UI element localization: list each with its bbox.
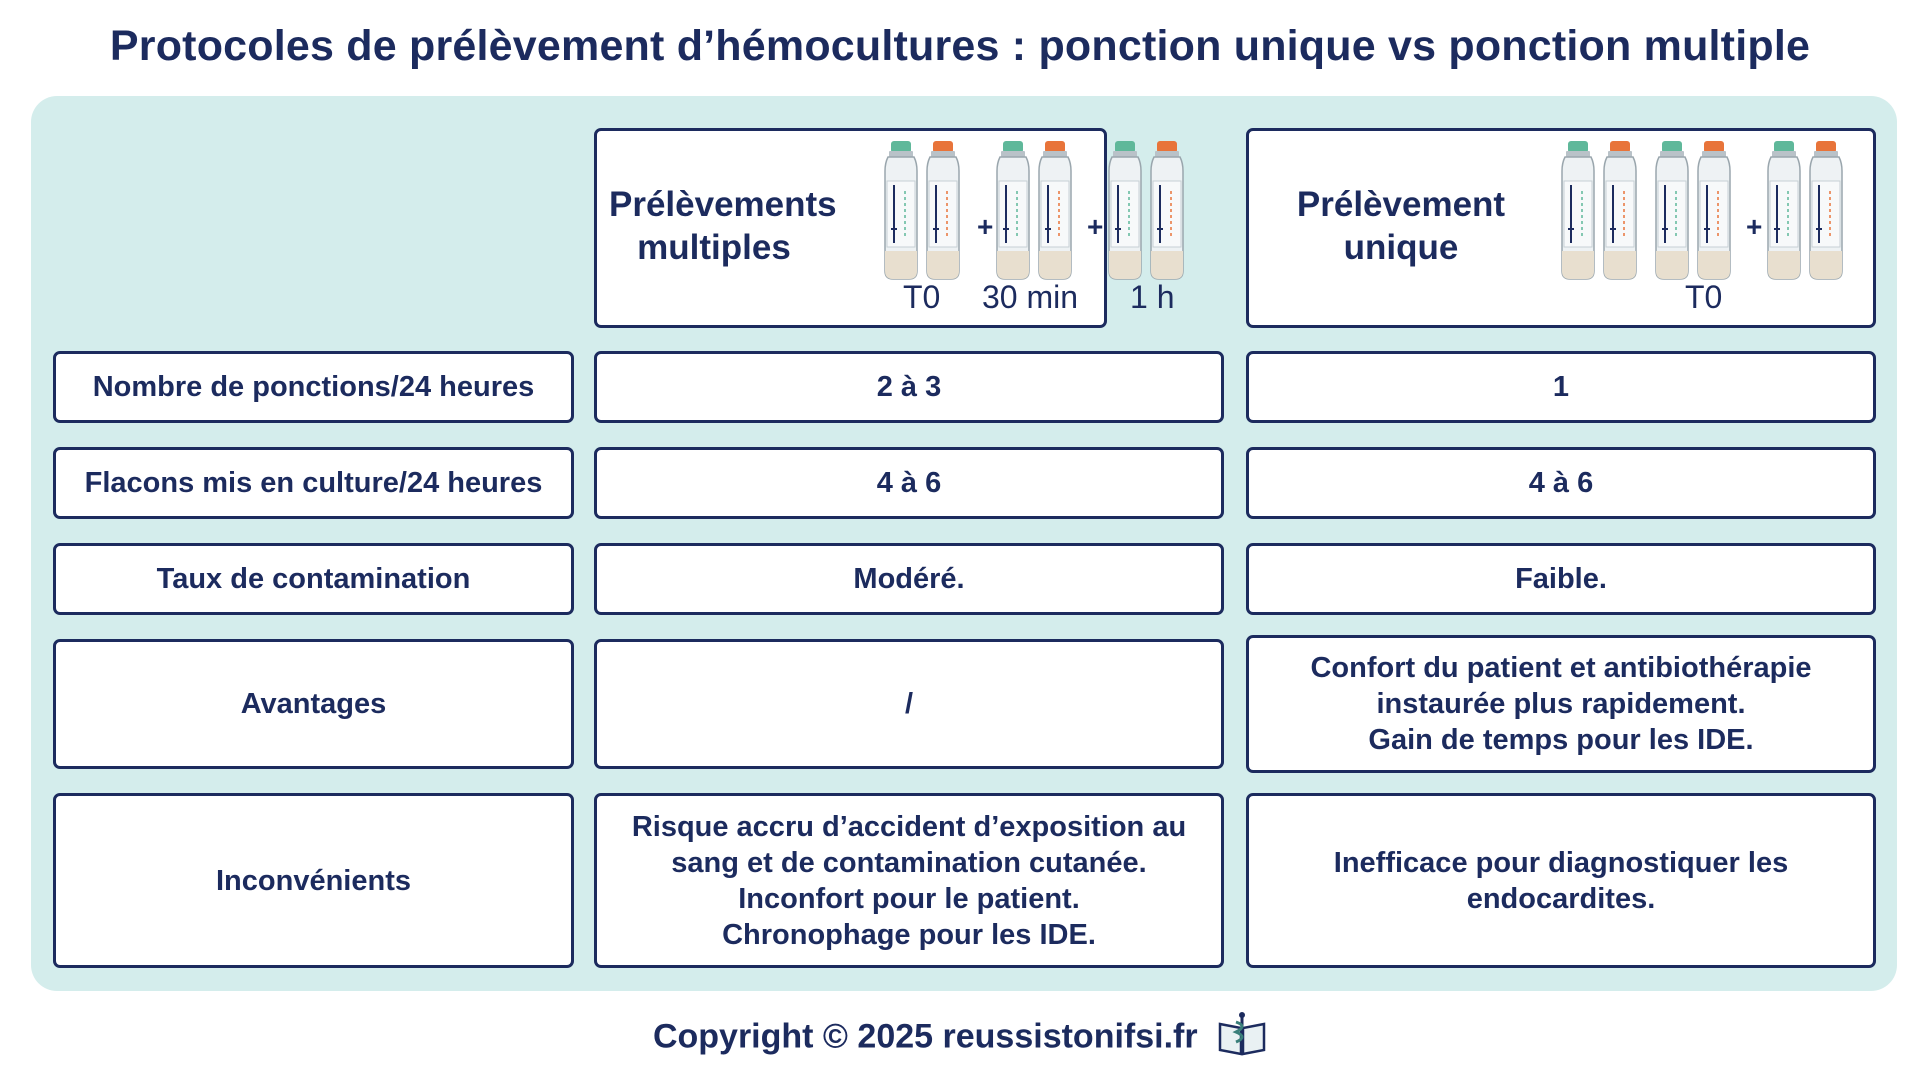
cell-text-line: Risque accru d’accident d’exposition au — [631, 810, 1187, 843]
cell-multiple-punctions: 2 à 3 — [594, 351, 1224, 423]
comparison-panel: Prélèvements multiples + + T0 30 min 1 h… — [31, 96, 1897, 991]
bottle-orange-cap-icon — [1148, 141, 1186, 290]
cell-single-advantages: Confort du patient et antibiothérapie in… — [1246, 635, 1876, 773]
bottle-green-cap-icon — [994, 141, 1032, 290]
cell-text-line: Inconfort pour le patient. — [738, 882, 1080, 915]
cell-text: 4 à 6 — [876, 467, 942, 499]
row-label-text: Nombre de ponctions/24 heures — [92, 371, 535, 403]
row-label-text: Avantages — [240, 688, 387, 720]
bottle-green-cap-icon — [1653, 141, 1691, 290]
cell-text: Modéré. — [853, 563, 965, 595]
bottle-orange-cap-icon — [1807, 141, 1845, 290]
header-single-line1: Prélèvement — [1296, 185, 1506, 224]
cell-text-line: Inefficace pour diagnostiquer les — [1333, 846, 1789, 879]
page-title: Protocoles de prélèvement d’hémocultures… — [109, 22, 1811, 70]
time-label-t0: T0 — [1685, 279, 1723, 315]
cell-multiple-bottles: 4 à 6 — [594, 447, 1224, 519]
plus-sign: + — [1087, 211, 1104, 242]
header-single-label: Prélèvement unique — [1261, 183, 1541, 269]
bottle-green-cap-icon — [1765, 141, 1803, 290]
time-label-1h: 1 h — [1130, 279, 1175, 315]
cell-text: / — [904, 688, 914, 720]
row-label-disadvantages: Inconvénients — [53, 793, 574, 968]
bottle-orange-cap-icon — [924, 141, 962, 290]
bottle-green-cap-icon — [1559, 141, 1597, 290]
header-multiple-label: Prélèvements multiples — [609, 183, 837, 269]
bottle-orange-cap-icon — [1036, 141, 1074, 290]
header-multiple-line2: multiples — [637, 228, 791, 267]
bottle-green-cap-icon — [882, 141, 920, 290]
row-label-bottles: Flacons mis en culture/24 heures — [53, 447, 574, 519]
row-label-advantages: Avantages — [53, 639, 574, 769]
plus-sign: + — [977, 211, 994, 242]
time-label-30min: 30 min — [982, 279, 1079, 315]
row-label-contamination: Taux de contamination — [53, 543, 574, 615]
cell-multiple-contamination: Modéré. — [594, 543, 1224, 615]
cell-text: Faible. — [1515, 563, 1607, 595]
cell-text-line: Gain de temps pour les IDE. — [1368, 724, 1754, 756]
cell-text-line: sang et de contamination cutanée. — [671, 846, 1147, 879]
cell-text-line: Confort du patient et antibiothérapie — [1310, 652, 1812, 684]
cell-multiple-disadvantages: Risque accru d’accident d’exposition au … — [594, 793, 1224, 968]
plus-sign: + — [1746, 211, 1763, 242]
cell-text-line: Chronophage pour les IDE. — [722, 918, 1096, 951]
cell-text: 1 — [1552, 371, 1570, 403]
row-label-text: Inconvénients — [216, 864, 411, 897]
book-caduceus-icon — [1217, 1010, 1267, 1067]
cell-single-bottles: 4 à 6 — [1246, 447, 1876, 519]
time-label-t0: T0 — [903, 279, 941, 315]
cell-text: 2 à 3 — [876, 371, 942, 403]
cell-multiple-advantages: / — [594, 639, 1224, 769]
footer: Copyright © 2025 reussistonifsi.fr — [0, 1010, 1920, 1067]
row-label-punctions: Nombre de ponctions/24 heures — [53, 351, 574, 423]
header-multiple: Prélèvements multiples + + T0 30 min 1 h — [594, 128, 1184, 328]
cell-text: 4 à 6 — [1528, 467, 1594, 499]
bottle-green-cap-icon — [1106, 141, 1144, 290]
bottle-orange-cap-icon — [1695, 141, 1733, 290]
bottle-orange-cap-icon — [1601, 141, 1639, 290]
cell-text-line: endocardites. — [1466, 882, 1656, 915]
header-multiple-line1: Prélèvements — [609, 185, 837, 224]
cell-single-punctions: 1 — [1246, 351, 1876, 423]
copyright-text: Copyright © 2025 reussistonifsi.fr — [652, 1017, 1198, 1056]
row-label-text: Flacons mis en culture/24 heures — [84, 467, 543, 499]
row-label-text: Taux de contamination — [156, 563, 471, 595]
cell-text-line: instaurée plus rapidement. — [1376, 688, 1746, 720]
header-single-line2: unique — [1343, 228, 1459, 267]
cell-single-contamination: Faible. — [1246, 543, 1876, 615]
cell-single-disadvantages: Inefficace pour diagnostiquer les endoca… — [1246, 793, 1876, 968]
header-single: Prélèvement unique + T0 — [1246, 128, 1876, 328]
